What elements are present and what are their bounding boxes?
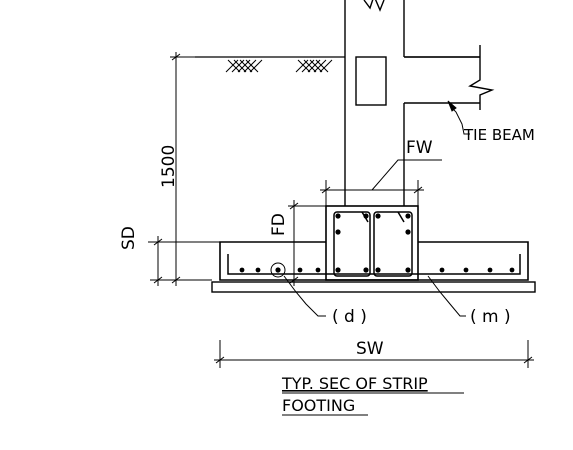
soil-hatch-right (295, 59, 333, 73)
sw-dimension (214, 340, 534, 368)
column (344, 0, 405, 206)
sd-label: SD (119, 226, 139, 250)
m-leader (427, 275, 466, 317)
soil-hatch-left (225, 59, 263, 73)
dim-1500-label: 1500 (159, 145, 179, 188)
dim-1500 (170, 52, 212, 286)
pedestal-bars (335, 213, 411, 273)
caption-line-1: TYP. SEC OF STRIP (281, 374, 428, 393)
blinding-layer (211, 281, 536, 293)
fw-label: FW (406, 138, 433, 158)
d-label: ( d ) (332, 307, 367, 327)
footing (219, 241, 529, 281)
sd-dimension (148, 236, 220, 286)
fd-label: FD (269, 213, 289, 236)
tie-beam-label: TIE BEAM (463, 126, 535, 144)
fw-dimension (320, 159, 442, 206)
sw-label: SW (356, 339, 384, 359)
bar-d-marker (270, 262, 286, 278)
d-leader (283, 275, 326, 317)
fd-dimension (288, 200, 326, 286)
bottom-mesh-dots (239, 267, 515, 273)
tie-beam-leader (447, 100, 470, 135)
pedestal-stirrups (333, 211, 413, 277)
m-label: ( m ) (470, 307, 511, 327)
tie-beam (355, 45, 495, 110)
caption-line-2: FOOTING (282, 396, 355, 415)
